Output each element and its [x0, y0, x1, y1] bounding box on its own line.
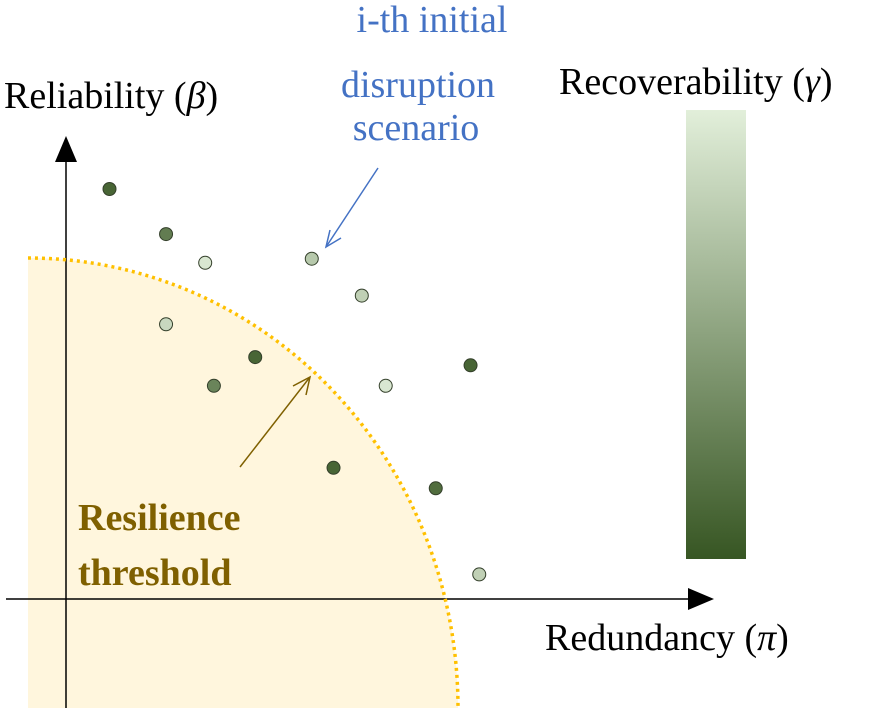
scenario-point-4: [304, 251, 319, 266]
scenario-point-1: [102, 182, 117, 196]
scenario-points: [102, 182, 487, 582]
colorbar-label: Recoverability (γ): [559, 61, 833, 103]
threshold-region: [28, 258, 458, 708]
scenario-point-13: [472, 567, 487, 582]
scenario-label-line3: scenario: [353, 107, 480, 149]
scenario-point-12: [428, 481, 443, 496]
scenario-point-11: [326, 460, 341, 475]
scenario-point-10: [463, 358, 478, 373]
scenario-point-2: [159, 227, 174, 242]
scenario-point-8: [206, 378, 221, 393]
threshold-annotation: Resilience threshold: [78, 497, 241, 594]
scenario-label-line1: i-th initial: [357, 0, 508, 41]
x-axis-label: Redundancy (π): [545, 617, 789, 659]
y-axis-arrowhead: [55, 136, 77, 162]
scenario-annotation: i-th initial disruption scenario: [341, 0, 508, 149]
x-axis-arrowhead: [688, 588, 714, 610]
recoverability-colorbar: [686, 110, 746, 559]
scenario-label-line2: disruption: [341, 64, 495, 106]
threshold-label-line2: threshold: [78, 552, 231, 594]
scenario-point-9: [378, 378, 393, 393]
scenario-point-7: [248, 350, 263, 365]
scenario-point-5: [354, 288, 369, 303]
y-axis-label: Reliability (β): [4, 75, 218, 117]
threshold-label-line1: Resilience: [78, 497, 241, 539]
scenario-point-3: [198, 255, 213, 270]
scenario-point-6: [159, 317, 174, 332]
scenario-pointer-arrow: [324, 167, 379, 249]
threshold-pointer-arrow: [239, 375, 312, 468]
